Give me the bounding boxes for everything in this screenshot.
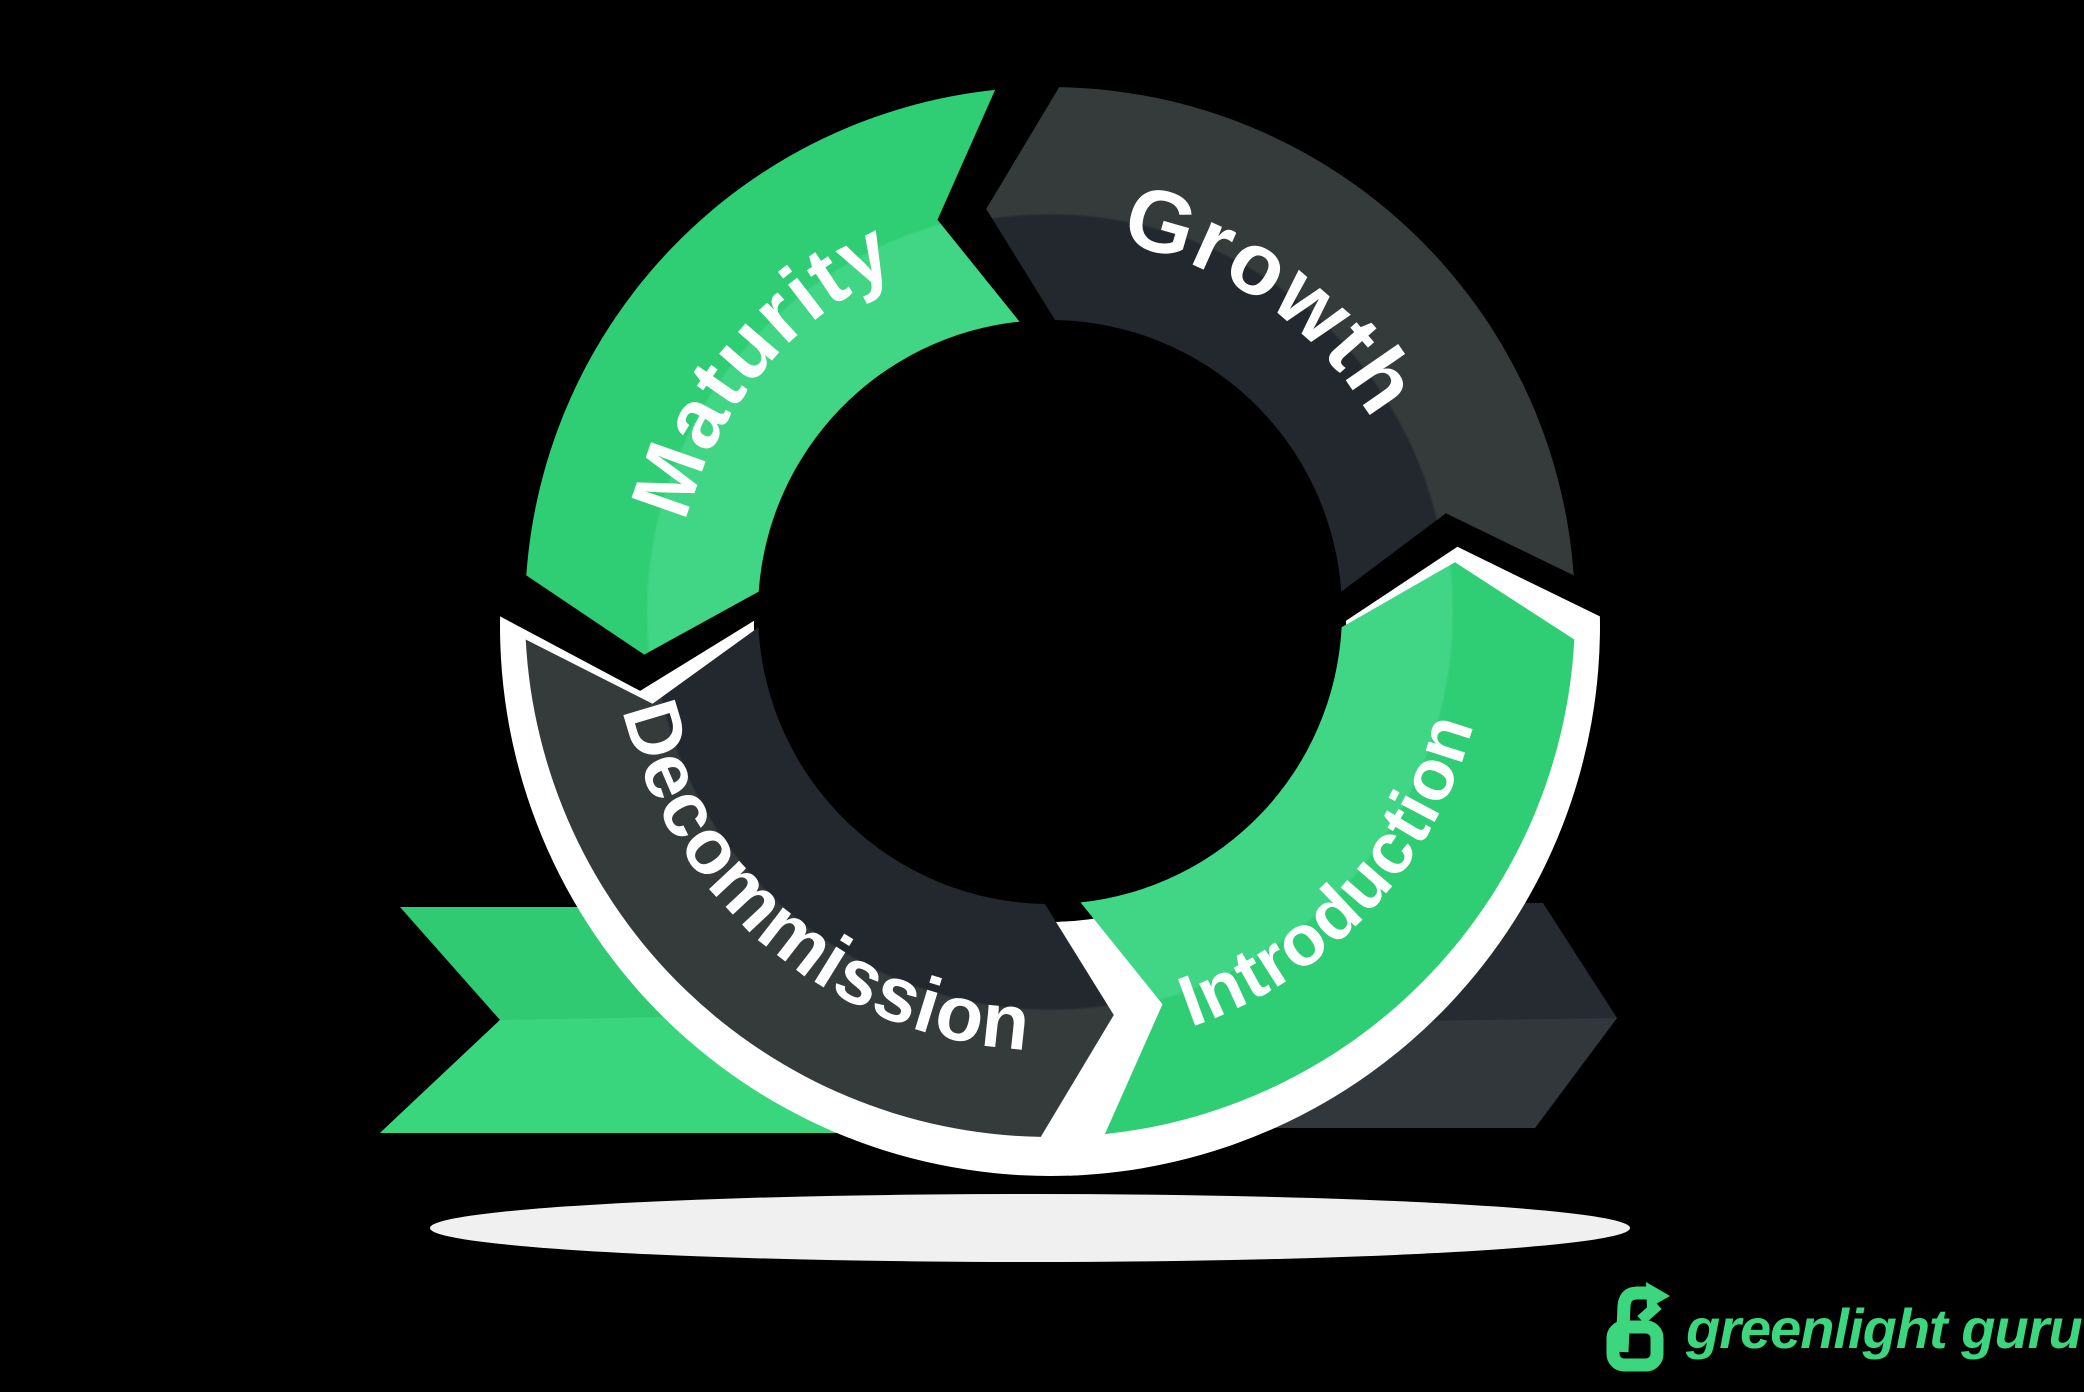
greenlight-guru-logo-icon [1606,1282,1670,1372]
decommission-segment [525,627,1114,1137]
greenlight-guru-logo: greenlight guru [1606,1282,2083,1372]
introduction-segment [1080,562,1575,1135]
logo-g-bottom-loop [1606,1320,1664,1372]
growth-segment [986,87,1574,592]
brand-wordmark: greenlight guru [1685,1297,2082,1360]
ground-shadow-ellipse [430,1194,1630,1262]
maturity-segment [526,89,1020,655]
logo-g-check-notch [1637,1300,1662,1325]
logo-g-top-hook [1615,1286,1650,1353]
logo-g-arrow-tip-icon [1646,1282,1670,1309]
